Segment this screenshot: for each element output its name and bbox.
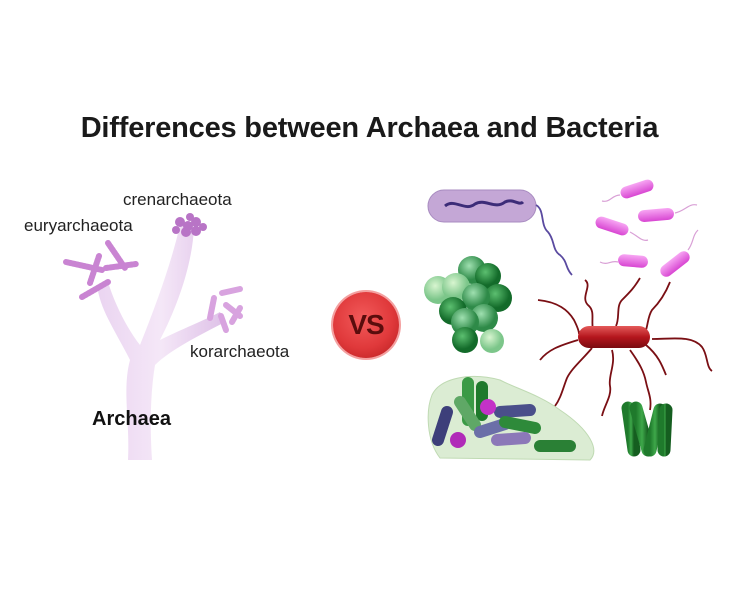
archaea-tree	[63, 213, 243, 460]
label-archaea: Archaea	[92, 408, 171, 430]
label-euryarchaeota: euryarchaeota	[24, 216, 133, 235]
biofilm	[427, 376, 595, 461]
purple-bacillus	[427, 189, 573, 276]
green-palisade	[621, 401, 699, 457]
vs-label: VS	[348, 309, 384, 340]
vs-badge: VS	[333, 292, 399, 358]
page-title: Differences between Archaea and Bacteria	[80, 112, 659, 144]
magenta-rods	[595, 179, 699, 277]
label-korarchaeota: korarchaeota	[190, 342, 290, 361]
green-cocci-cluster	[424, 256, 512, 353]
label-crenarchaeota: crenarchaeota	[123, 190, 232, 209]
red-bacillus	[537, 277, 713, 417]
